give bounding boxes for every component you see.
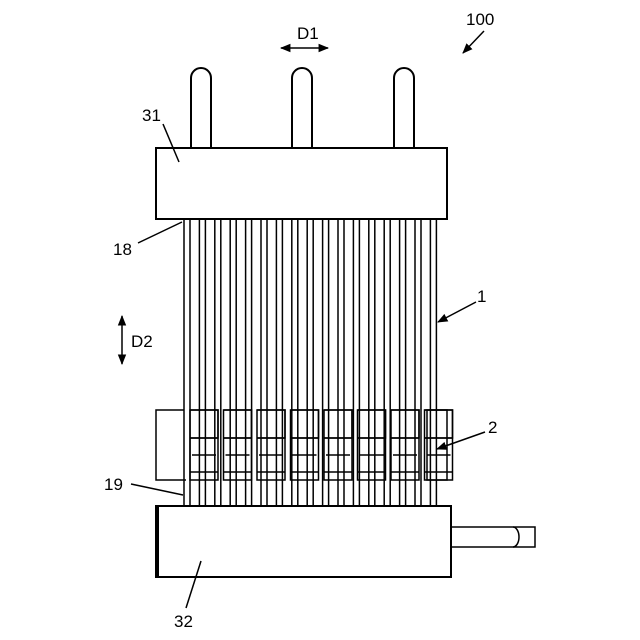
label-100: 100 <box>466 10 494 29</box>
label-1: 1 <box>477 287 486 306</box>
fin-block-top <box>291 410 319 438</box>
top-pipe <box>292 68 312 148</box>
top-pipes <box>191 68 414 148</box>
fin-block <box>190 410 218 480</box>
top-pipe <box>394 68 414 148</box>
fin-block-top <box>190 410 218 438</box>
fin-block-lines <box>190 438 218 472</box>
upper-header <box>156 148 447 219</box>
fin-block <box>224 410 252 480</box>
fin-block-edge <box>156 410 186 480</box>
fin-block-lines <box>358 438 386 472</box>
fin-blocks <box>156 410 453 480</box>
fin-block-lines <box>425 438 453 472</box>
label-2: 2 <box>488 418 497 437</box>
label-d1: D1 <box>297 24 319 43</box>
fin-block-top <box>224 410 252 438</box>
label-d2: D2 <box>131 332 153 351</box>
fin-block-lines <box>291 438 319 472</box>
leader-2 <box>437 432 485 449</box>
leader-19 <box>131 484 183 495</box>
fin-block-top <box>425 410 453 438</box>
outlet-pipe <box>451 527 535 547</box>
leader-18 <box>138 222 182 243</box>
top-pipe <box>191 68 211 148</box>
label-31: 31 <box>142 106 161 125</box>
fin-block-lines <box>224 438 252 472</box>
tube-array <box>184 219 436 506</box>
label-18: 18 <box>113 240 132 259</box>
lower-header <box>156 506 451 577</box>
leader-1 <box>438 302 476 322</box>
fin-block <box>358 410 386 480</box>
label-19: 19 <box>104 475 123 494</box>
reference-100-arrow-icon <box>463 31 484 53</box>
fin-block <box>291 410 319 480</box>
fin-block-top <box>358 410 386 438</box>
label-32: 32 <box>174 612 193 631</box>
